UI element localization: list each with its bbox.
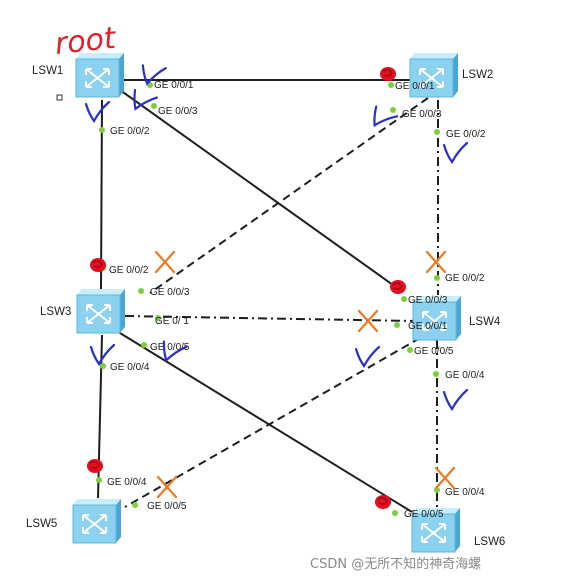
- link-lsw2-lsw3: [149, 97, 429, 294]
- port-label-lsw6: GE 0/0/5: [404, 509, 444, 520]
- port-label-lsw3: GE 0/0/2: [109, 265, 149, 276]
- switch-label-lsw3: LSW3: [40, 306, 71, 318]
- port-dot-lsw6: [392, 510, 398, 516]
- link-lsw4-lsw5: [124, 337, 421, 508]
- switch-label-lsw6: LSW6: [474, 536, 505, 548]
- root-port-check-icon: [141, 64, 167, 86]
- switch-arrows-icon: [85, 68, 110, 88]
- switch-lsw1[interactable]: [75, 53, 124, 98]
- root-port-check-icon: [442, 388, 469, 412]
- switch-top: [77, 289, 125, 295]
- port-dot-lsw4: [433, 371, 439, 377]
- port-dot-lsw1: [99, 127, 105, 133]
- port-label-lsw3: GE 0/0/3: [150, 287, 190, 298]
- switch-top: [410, 53, 458, 59]
- port-role-marks-layer: [84, 64, 469, 509]
- port-dot-lsw3: [155, 315, 161, 321]
- link-lsw3-lsw6: [114, 329, 413, 513]
- port-label-lsw2: GE 0/0/2: [446, 129, 486, 140]
- port-label-lsw3: GE 0/0/5: [150, 342, 190, 353]
- switch-lsw2[interactable]: [409, 53, 458, 98]
- switch-lsw4[interactable]: [412, 296, 461, 341]
- port-dot-lsw4: [394, 322, 400, 328]
- port-labels-layer: GE 0/0/1GE 0/0/3GE 0/0/2GE 0/0/1GE 0/0/3…: [107, 80, 486, 520]
- port-dot-lsw4: [434, 275, 440, 281]
- switch-label-lsw4: LSW4: [469, 316, 501, 328]
- port-dot-lsw5: [96, 477, 102, 483]
- blocked-port-cross-icon: [156, 475, 178, 499]
- port-label-lsw5: GE 0/0/4: [107, 477, 147, 488]
- selection-handle[interactable]: [56, 94, 63, 101]
- port-label-lsw3: GE 0/0/4: [110, 362, 150, 373]
- switch-arrows-icon: [419, 68, 444, 88]
- root-port-check-icon: [373, 105, 399, 128]
- port-label-lsw5: GE 0/0/5: [147, 501, 187, 512]
- root-annotation: root: [53, 21, 118, 62]
- port-dot-lsw2: [434, 129, 440, 135]
- blocked-port-cross-icon: [434, 466, 456, 490]
- port-dot-lsw3: [138, 288, 144, 294]
- link-lsw1-lsw4: [119, 89, 401, 291]
- links-layer: [97, 79, 439, 513]
- root-port-check-icon: [442, 141, 469, 165]
- designated-port-dot-icon: [87, 459, 103, 473]
- port-dot-lsw4: [401, 296, 407, 302]
- switch-lsw3[interactable]: [76, 289, 125, 334]
- switch-label-lsw1: LSW1: [32, 65, 63, 77]
- port-label-lsw2: GE 0/0/1: [395, 81, 435, 92]
- switch-top: [76, 53, 124, 59]
- port-label-lsw4: GE 0/0/5: [414, 346, 454, 357]
- port-label-lsw4: GE 0/0/2: [445, 273, 485, 284]
- blocked-port-cross-icon: [425, 250, 447, 274]
- designated-port-dot-icon: [375, 495, 391, 509]
- blocked-port-cross-icon: [154, 250, 176, 274]
- blocked-port-cross-icon: [357, 309, 379, 333]
- root-port-check-icon: [133, 88, 158, 111]
- port-dot-lsw2: [390, 107, 396, 113]
- port-label-lsw4: GE 0/0/3: [408, 295, 448, 306]
- switch-arrows-icon: [86, 304, 111, 324]
- switch-arrows-icon: [422, 311, 447, 331]
- watermark: CSDN @无所不知的神奇海螺: [310, 556, 481, 572]
- port-dot-lsw3: [141, 342, 147, 348]
- switch-lsw5[interactable]: [72, 499, 121, 544]
- switch-top: [73, 499, 121, 505]
- switch-label-lsw5: LSW5: [26, 518, 57, 530]
- switch-top: [413, 296, 461, 302]
- designated-port-dot-icon: [390, 280, 406, 294]
- port-label-lsw4: GE 0/0/1: [408, 321, 448, 332]
- port-label-lsw3: GE 0/ 1: [155, 316, 189, 327]
- port-dot-lsw3: [100, 363, 106, 369]
- port-dot-lsw5: [132, 502, 138, 508]
- port-dot-lsw2: [388, 82, 394, 88]
- root-port-check-icon: [354, 345, 381, 369]
- designated-port-dot-icon: [90, 258, 106, 272]
- switch-arrows-icon: [421, 523, 446, 543]
- switch-arrows-icon: [82, 514, 107, 534]
- switch-lsw6[interactable]: [411, 508, 460, 553]
- root-port-check-icon: [162, 340, 188, 363]
- designated-port-dot-icon: [380, 67, 396, 81]
- port-label-lsw6: GE 0/0/4: [445, 487, 485, 498]
- port-label-lsw2: GE 0/0/3: [402, 109, 442, 120]
- port-dot-lsw4: [407, 347, 413, 353]
- root-port-check-icon: [84, 100, 111, 124]
- port-label-lsw4: GE 0/0/4: [445, 370, 485, 381]
- port-label-lsw1: GE 0/0/3: [158, 106, 198, 117]
- port-label-lsw1: GE 0/0/2: [110, 126, 150, 137]
- switch-face: [412, 301, 457, 341]
- port-dots-layer: [96, 82, 440, 516]
- switch-label-lsw2: LSW2: [462, 69, 493, 81]
- root-port-check-icon: [89, 343, 116, 367]
- port-dot-lsw1: [151, 103, 157, 109]
- port-label-lsw1: GE 0/0/1: [154, 80, 194, 91]
- switch-face: [72, 504, 117, 544]
- switch-top: [412, 508, 460, 514]
